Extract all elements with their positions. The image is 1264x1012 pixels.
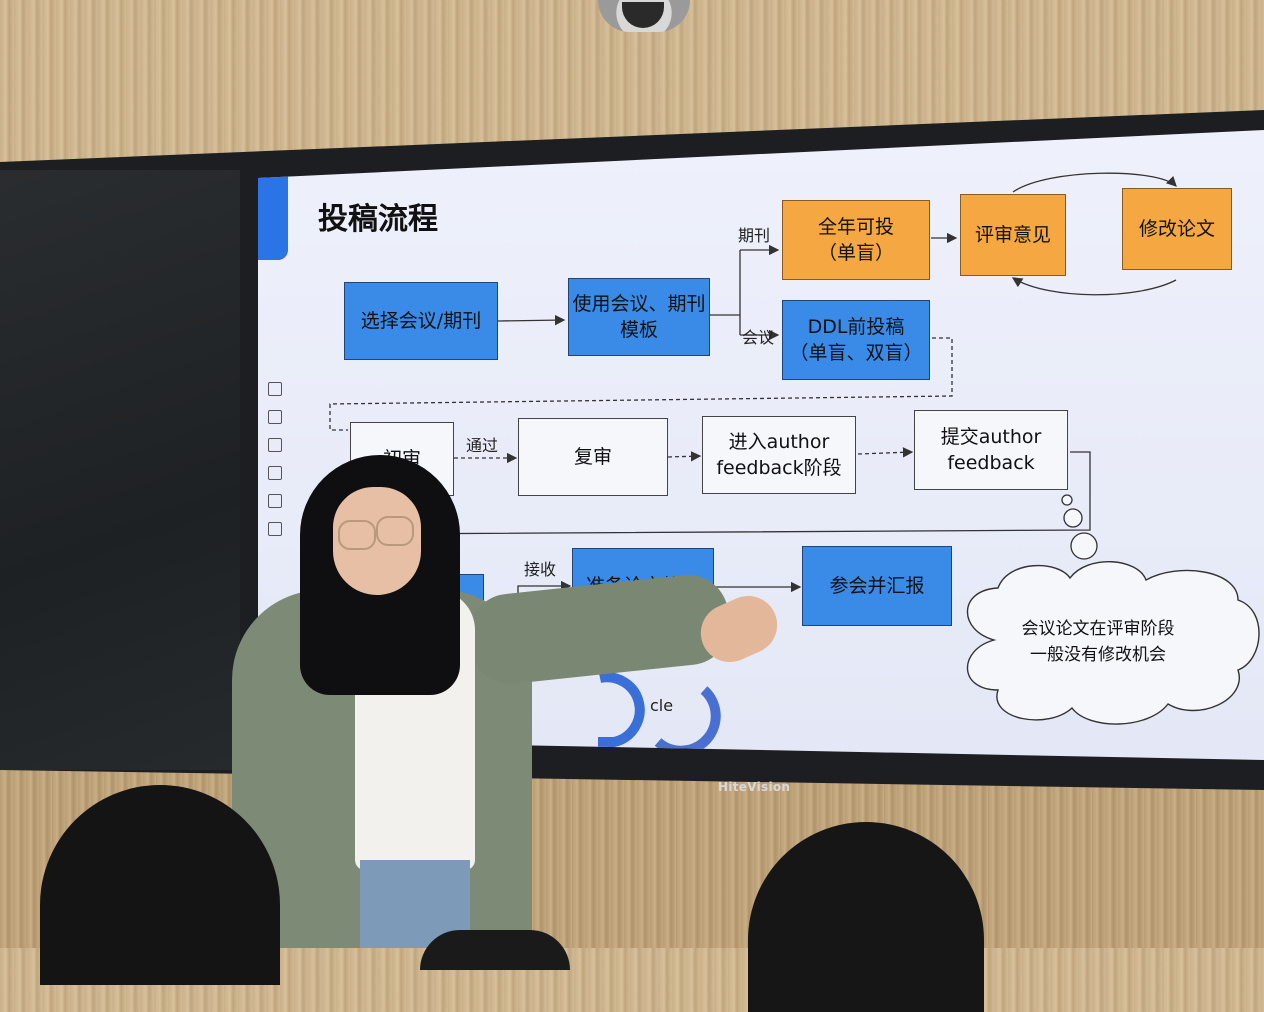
box-ddl-submit: DDL前投稿 （单盲、双盲）: [782, 300, 930, 380]
bubble-dot-small: [1061, 494, 1073, 506]
thought-cloud: [966, 560, 1260, 725]
bubble-dot-medium: [1063, 508, 1083, 528]
thought-bubble-text: 会议论文在评审阶段 一般没有修改机会: [1021, 619, 1175, 665]
toolbar-next-icon[interactable]: [268, 410, 282, 424]
glasses-right-lens: [376, 516, 414, 546]
audience-head-middle: [420, 930, 570, 970]
label-pass: 通过: [466, 436, 499, 455]
blackboard: [0, 170, 240, 770]
line-submit-return: [367, 451, 1091, 535]
toolbar-pen-icon[interactable]: [268, 438, 282, 452]
dashed-ddl-first: [329, 337, 953, 431]
arrow-select-template: [497, 314, 566, 326]
box-journal-submit: 全年可投 （单盲）: [782, 200, 930, 280]
arrow-revise-review: [1011, 277, 1177, 296]
label-cycle-fragment: cle: [650, 696, 674, 715]
box-enter-feedback: 进入author feedback阶段: [702, 416, 856, 494]
label-conference: 会议: [742, 328, 775, 347]
toolbar-tools-icon[interactable]: [268, 494, 282, 508]
box-use-template: 使用会议、期刊模板: [568, 278, 710, 356]
cycle-arc-fragment: [598, 672, 645, 747]
slide-title: 投稿流程: [318, 202, 438, 237]
box-attend-report: 参会并汇报: [802, 546, 952, 626]
display-brand-logo: HiteVision: [718, 780, 791, 794]
bubble-dot-large: [1070, 532, 1098, 560]
toolbar-eraser-icon[interactable]: [268, 466, 282, 480]
arrow-enter-submit: [857, 447, 914, 458]
box-select-venue: 选择会议/期刊: [344, 282, 498, 360]
flow-connectors: [329, 172, 1260, 756]
glasses-left-lens: [338, 520, 376, 550]
box-submit-feedback: 提交author feedback: [914, 410, 1068, 490]
toolbar-prev-icon[interactable]: [268, 382, 282, 396]
box-revise-paper: 修改论文: [1122, 188, 1232, 270]
slide-accent-bar: [258, 176, 288, 260]
box-review-comments: 评审意见: [960, 194, 1066, 276]
label-accept: 接收: [524, 560, 557, 579]
arrow-second-enter: [667, 451, 702, 462]
arrow-review-revise: [1012, 172, 1177, 193]
box-second-review: 复审: [518, 418, 668, 496]
label-journal: 期刊: [738, 226, 771, 245]
toolbar-exit-icon[interactable]: [268, 522, 282, 536]
